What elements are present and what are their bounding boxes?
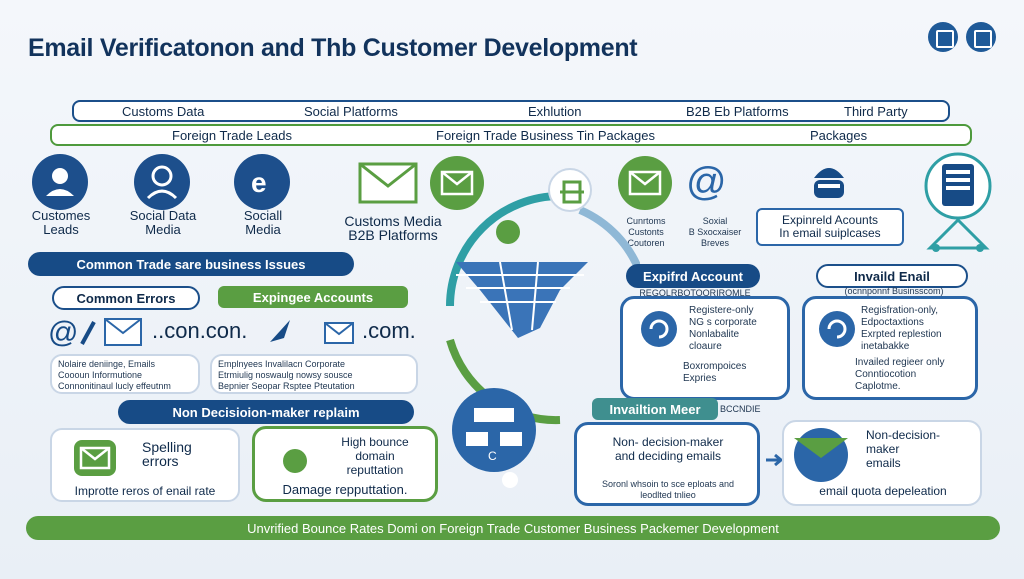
envelope-icon: [324, 322, 354, 344]
customs-small-label: Cunrtoms Custonts Coutoren: [626, 216, 666, 248]
quota-title: Non-decision- maker emails: [866, 428, 941, 470]
invalid-card-line1: Regisfration-only, Edpoctaxtions Exrpted…: [861, 305, 942, 352]
refresh-icon: [641, 311, 677, 347]
source-third-party[interactable]: Third Party: [844, 104, 908, 119]
spelling-caption: Improtte reros of enail rate: [74, 484, 216, 498]
invalid-email-pill[interactable]: Invaild Enail: [816, 264, 968, 288]
non-decision-pill[interactable]: Non Decisioion-maker replaim: [118, 400, 414, 424]
svg-text:e: e: [251, 167, 267, 198]
bounce-card: High bounce domain reputtation Damage re…: [252, 426, 438, 502]
page-title: Email Verificatonon and Thb Customer Dev…: [28, 34, 638, 62]
expired-account-card: Registere-only NG s corporate Nonlabalit…: [620, 296, 790, 400]
at-sign-icon: @: [686, 160, 727, 204]
non-decision-card: Non- decision-maker and deciding emails …: [574, 422, 760, 506]
source-social-platforms[interactable]: Social Platforms: [304, 104, 398, 119]
svg-text:C: C: [488, 449, 497, 463]
social-media-label: Sociall Media: [243, 208, 283, 237]
social-data-label: Social Data Media: [129, 208, 197, 237]
quota-caption: email quota depeleation: [819, 484, 947, 498]
expired-sub: REGOLRBOTOORIROMLE: [639, 288, 751, 298]
envelope-icon: [430, 156, 484, 210]
customs-leads-label: Customes Leads: [31, 208, 91, 237]
user-icon: [32, 154, 88, 210]
envelope-icon: [794, 428, 848, 482]
center-funnel-diagram: [446, 192, 640, 488]
footer-bar: Unvrified Bounce Rates Domi on Foreign T…: [26, 516, 1000, 540]
note-card-b: Emplnyees Invalilacn Corporate Etrmiulig…: [210, 354, 418, 394]
invalid-meer-pill[interactable]: Invailtion Meer: [592, 398, 718, 420]
expired-card-line2: Boxrompoices Expries: [683, 361, 747, 384]
common-errors-pill[interactable]: Common Errors: [52, 286, 200, 310]
spelling-title: Spelling errors: [142, 439, 192, 469]
source-customs-data[interactable]: Customs Data: [122, 104, 205, 119]
bounce-title: High bounce domain reputtation: [341, 435, 409, 477]
spelling-card: Spelling errors Improtte reros of enail …: [50, 428, 240, 502]
non-decision-note: Soronl whsoin to sce eploats and leodlte…: [601, 479, 735, 500]
envelope-icon: [358, 160, 418, 206]
expired-account-pill[interactable]: Expifrd Account: [626, 264, 760, 288]
domain-text-1: ..con.con.: [152, 318, 248, 343]
at-sign-icon: @: [48, 316, 79, 349]
envelope-icon: [74, 440, 116, 476]
invalid-email-card: Regisfration-only, Edpoctaxtions Exrpted…: [802, 296, 978, 400]
source-bar: Customs Data Social Platforms Exhlution …: [72, 100, 950, 122]
foreign-trade-packages[interactable]: Foreign Trade Business Tin Packages: [436, 128, 655, 143]
source-exhlution[interactable]: Exhlution: [528, 104, 582, 119]
shop-icon: [548, 168, 592, 212]
device-icon[interactable]: [966, 22, 996, 52]
server-icon: [920, 148, 996, 260]
quota-card: Non-decision- maker emails email quota d…: [782, 420, 982, 506]
bounce-caption: Damage repputtation.: [282, 482, 408, 497]
agent-icon: [806, 158, 852, 204]
source-b2b-platforms[interactable]: B2B Eb Platforms: [686, 104, 789, 119]
customs-media-label: Customs Media B2B Platforms: [344, 213, 442, 243]
expired-accounts-box: Expinreld Acounts In email suiplcases: [756, 208, 904, 246]
window-icon[interactable]: [928, 22, 958, 52]
note-b-text: Emplnyees Invalilacn Corporate Etrmiulig…: [218, 359, 355, 391]
refresh-icon: [283, 449, 307, 473]
note-a-text: Nolaire deniinge, Emails Coooun Informut…: [58, 359, 171, 391]
arrow-right-icon: [764, 452, 786, 468]
document-flow-icon: C: [452, 388, 536, 472]
packages-label[interactable]: Packages: [810, 128, 868, 143]
envelope-icon: [618, 156, 672, 210]
social-small-label: Soxial B Sxocxaiser Breves: [688, 216, 742, 248]
invalid-meer-sub: BCCNDIE: [720, 404, 761, 414]
refresh-icon: [819, 311, 855, 347]
expired-accounts-text: Expinreld Acounts In email suiplcases: [779, 213, 881, 240]
expired-accounts-pill[interactable]: Expingee Accounts: [218, 286, 408, 308]
invalid-sub: (ocnnponnf Businsscom): [844, 286, 944, 296]
envelope-icon: [104, 318, 142, 346]
common-trade-pill[interactable]: Common Trade sare business Issues: [28, 252, 354, 276]
expired-card-line1: Registere-only NG s corporate Nonlabalit…: [689, 305, 757, 352]
user-icon: [134, 154, 190, 210]
non-decision-title: Non- decision-maker and deciding emails: [612, 435, 724, 463]
foreign-trade-leads[interactable]: Foreign Trade Leads: [172, 128, 292, 143]
pen-icon: [78, 318, 98, 348]
leads-bar: Foreign Trade Leads Foreign Trade Busine…: [50, 124, 972, 146]
note-card-a: Nolaire deniinge, Emails Coooun Informut…: [50, 354, 200, 394]
arrow-icon: [268, 318, 292, 344]
invalid-card-line2: Invailed regieer only Conntiocotion Capl…: [855, 357, 945, 392]
e-letter-icon: e: [234, 154, 290, 210]
domain-text-2: .com.: [362, 318, 416, 343]
